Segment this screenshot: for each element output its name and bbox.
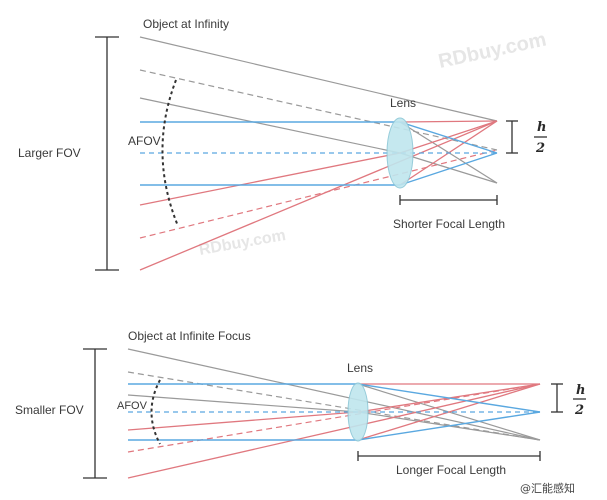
bottom-h-label: h xyxy=(576,383,585,398)
top-diagram: Larger FOV AFOV Lens xyxy=(18,17,547,271)
bottom-diagram: Smaller FOV AFOV Lens xyxy=(15,329,586,479)
top-h-bracket xyxy=(506,120,518,154)
bottom-afov-label: AFOV xyxy=(117,400,148,412)
bottom-object-label: Object at Infinite Focus xyxy=(128,329,251,343)
top-object-label: Object at Infinity xyxy=(143,17,229,31)
bottom-lens-label: Lens xyxy=(347,361,373,375)
watermark-center: RDbuy.com xyxy=(198,227,287,259)
top-fov-bracket xyxy=(95,36,119,271)
bottom-rays xyxy=(127,348,541,479)
top-fov-label: Larger FOV xyxy=(18,146,81,160)
top-afov-arc xyxy=(161,79,179,227)
bottom-lens xyxy=(347,382,369,442)
bottom-div-label: 2 xyxy=(574,403,584,418)
top-focal-dimension xyxy=(399,195,498,205)
bottom-focal-label: Longer Focal Length xyxy=(396,463,506,477)
top-h-label: h xyxy=(537,120,546,135)
top-lens xyxy=(386,117,414,189)
bottom-h-bracket xyxy=(551,383,563,413)
watermark-main: RDbuy.com xyxy=(436,29,548,73)
brand-watermark: @汇能感知 xyxy=(520,481,575,495)
top-lens-label: Lens xyxy=(390,96,416,110)
top-rays xyxy=(139,36,498,271)
top-afov-label: AFOV xyxy=(128,134,161,148)
bottom-afov-arc xyxy=(150,379,161,445)
top-focal-label: Shorter Focal Length xyxy=(393,217,505,231)
bottom-fov-label: Smaller FOV xyxy=(15,403,84,417)
bottom-fov-bracket xyxy=(83,348,107,479)
top-div-label: 2 xyxy=(535,141,545,156)
bottom-focal-dimension xyxy=(357,451,541,461)
